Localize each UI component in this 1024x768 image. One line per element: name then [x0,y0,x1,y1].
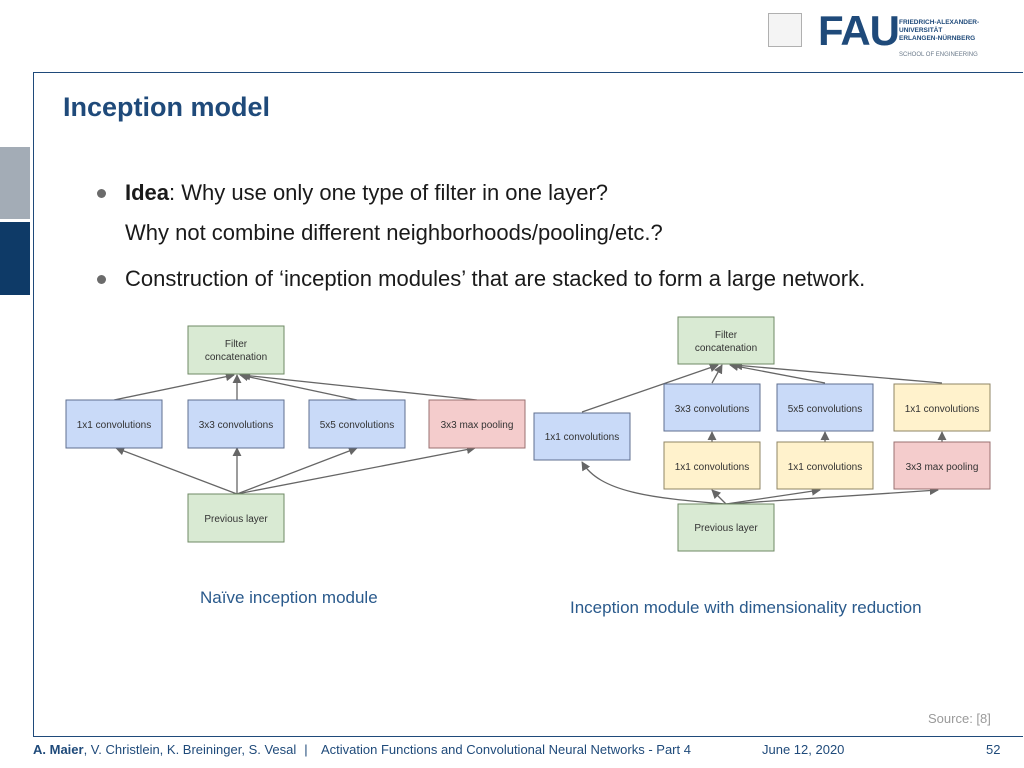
naive-conv1-box: 1x1 convolutions [65,399,163,449]
naive-conv5-label: 5x5 convolutions [320,420,395,431]
side-tab-light [0,147,30,219]
footer-lecture: Activation Functions and Convolutional N… [321,742,691,757]
school-name: SCHOOL OF ENGINEERING [899,52,978,58]
reduced-prev-label: Previous layer [694,523,758,534]
bullet-1-line-2: Why not combine different neighborhoods/… [125,220,663,245]
reduced-concat-label-2: concatenation [695,343,757,354]
reduced-conv1-top-right-label: 1x1 convolutions [905,404,980,415]
reduced-conv5-label: 5x5 convolutions [788,404,863,415]
naive-concat-label-2: concatenation [205,352,267,363]
naive-module-arrows [113,371,478,495]
university-name: FRIEDRICH-ALEXANDER- UNIVERSITÄT ERLANGE… [899,19,979,43]
naive-conv3-label: 3x3 convolutions [199,420,274,431]
bullet-1-bold: Idea [125,180,170,205]
university-line-1: FRIEDRICH-ALEXANDER- [899,19,980,26]
reduced-concat-box: Filter concatenation [677,316,775,365]
naive-conv5-box: 5x5 convolutions [308,399,406,449]
reduced-conv1-top-right-box: 1x1 convolutions [893,383,991,432]
university-line-2: UNIVERSITÄT [899,27,943,34]
reduced-module-arrows [581,361,947,505]
naive-concat-box: Filter concatenation [187,325,285,375]
naive-prev-label: Previous layer [204,514,268,525]
side-tab-dark [0,222,30,295]
footer-authors: A. Maier, V. Christlein, K. Breininger, … [33,742,308,757]
bullet-2: Construction of ‘inception modules’ that… [125,266,866,291]
tech-faculty-logo [768,13,802,47]
reduced-pool-box: 3x3 max pooling [893,441,991,490]
footer-date: June 12, 2020 [762,742,845,757]
naive-pool-label: 3x3 max pooling [441,420,514,431]
reduced-concat-label-1: Filter [715,330,738,341]
reduced-pool-label: 3x3 max pooling [906,462,979,473]
naive-concat-label-1: Filter [225,339,248,350]
reduced-conv1-left-label: 1x1 convolutions [545,432,620,443]
reduced-prev-box: Previous layer [677,503,775,552]
bullet-1-text: : Why use only one type of filter in one… [169,180,609,205]
slide-frame [33,72,1023,737]
footer-author-bold: A. Maier [33,742,84,757]
bullet-1: Idea: Why use only one type of filter in… [125,180,608,206]
naive-caption: Naïve inception module [200,588,378,607]
bullet-dot-1 [97,189,106,198]
reduced-reduce2-box: 1x1 convolutions [776,441,874,490]
naive-pool-box: 3x3 max pooling [428,399,526,449]
bullet-dot-2 [97,275,106,284]
reduced-reduce2-label: 1x1 convolutions [788,462,863,473]
slide-title: Inception model [63,92,271,122]
footer-page-number: 52 [986,742,1001,757]
reduced-conv3-label: 3x3 convolutions [675,404,750,415]
reduced-conv3-box: 3x3 convolutions [663,383,761,432]
reduced-reduce1-label: 1x1 convolutions [675,462,750,473]
reduced-reduce1-box: 1x1 convolutions [663,441,761,490]
footer-authors-rest: , V. Christlein, K. Breininger, S. Vesal [83,742,297,757]
source-note: Source: [8] [928,711,991,726]
naive-conv1-label: 1x1 convolutions [77,420,152,431]
reduced-conv1-left-box: 1x1 convolutions [533,412,631,461]
naive-prev-box: Previous layer [187,493,285,543]
fau-logo: FAU [818,7,900,54]
reduced-conv5-box: 5x5 convolutions [776,383,874,432]
reduced-caption: Inception module with dimensionality red… [570,598,922,617]
university-line-3: ERLANGEN-NÜRNBERG [899,35,976,42]
naive-conv3-box: 3x3 convolutions [187,399,285,449]
